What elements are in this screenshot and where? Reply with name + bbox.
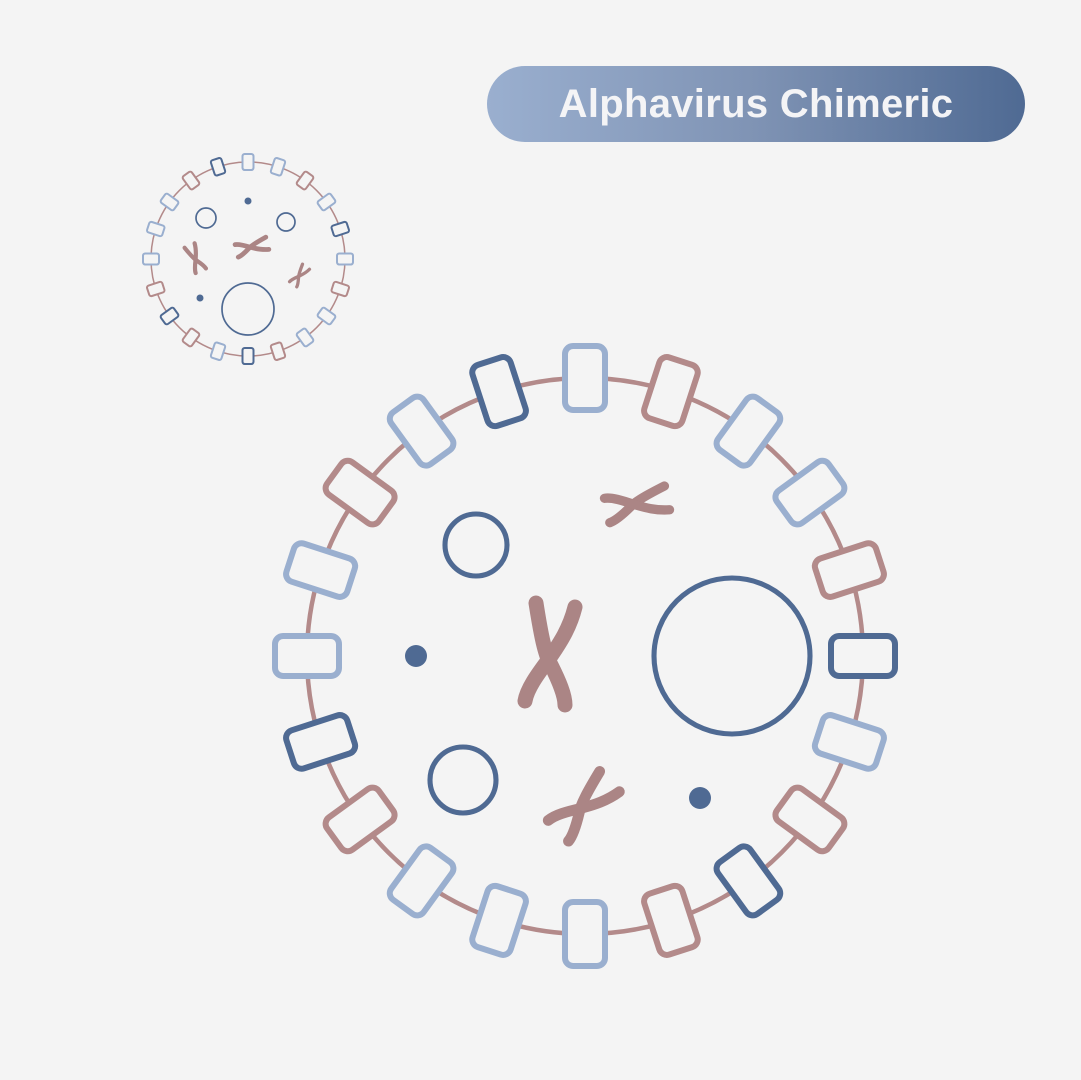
- spike-protein-icon: [295, 170, 315, 191]
- spike-protein-icon: [641, 354, 701, 430]
- spike-protein-icon: [322, 457, 398, 528]
- spike-protein-icon: [283, 712, 359, 772]
- spike-protein-icon: [330, 220, 350, 238]
- chromosome-icon: [287, 262, 312, 289]
- chromosome-icon: [517, 595, 583, 713]
- spike-protein-icon: [316, 306, 337, 326]
- spike-protein-icon: [241, 153, 255, 171]
- small-virus-icon: [142, 153, 354, 365]
- spike-protein-icon: [330, 280, 350, 298]
- spike-protein-icon: [828, 633, 898, 679]
- spike-protein-icon: [146, 220, 166, 238]
- spike-protein-icon: [209, 341, 227, 361]
- spike-protein-icon: [562, 343, 608, 413]
- spike-protein-icon: [772, 457, 848, 528]
- spike-protein-icon: [811, 540, 887, 600]
- spike-protein-icon: [146, 280, 166, 298]
- dot-icon: [689, 787, 711, 809]
- spike-protein-icon: [322, 784, 398, 855]
- large-virus-icon: [272, 343, 898, 969]
- vesicle-icon: [221, 282, 275, 336]
- spike-protein-icon: [283, 540, 359, 600]
- dot-icon: [196, 294, 204, 302]
- vesicle-icon: [195, 207, 217, 229]
- chromosome-icon: [232, 234, 272, 260]
- spike-protein-icon: [641, 882, 701, 958]
- title-text: Alphavirus Chimeric: [558, 81, 954, 126]
- vesicle-icon: [442, 511, 510, 579]
- chromosome-icon: [182, 241, 209, 276]
- spike-protein-icon: [181, 170, 201, 191]
- spike-protein-icon: [469, 882, 529, 958]
- spike-protein-icon: [159, 192, 180, 212]
- title-pill: Alphavirus Chimeric: [487, 66, 1025, 142]
- spike-protein-icon: [386, 393, 457, 469]
- spike-protein-icon: [713, 393, 784, 469]
- dot-icon: [405, 645, 427, 667]
- spike-protein-icon: [386, 843, 457, 919]
- spike-protein-icon: [181, 327, 201, 348]
- spike-protein-icon: [269, 341, 287, 361]
- dot-icon: [244, 197, 252, 205]
- membrane-ring: [304, 375, 866, 937]
- spike-protein-icon: [269, 157, 287, 177]
- spike-protein-icon: [811, 712, 887, 772]
- vesicle-icon: [427, 744, 499, 816]
- vesicle-icon: [651, 575, 813, 737]
- spike-protein-icon: [295, 327, 315, 348]
- spike-protein-icon: [241, 347, 255, 365]
- spike-protein-icon: [469, 354, 529, 430]
- spike-protein-icon: [713, 843, 784, 919]
- spike-protein-icon: [772, 784, 848, 855]
- spike-protein-icon: [159, 306, 180, 326]
- chromosome-icon: [599, 481, 675, 528]
- spike-protein-icon: [209, 157, 227, 177]
- chromosome-icon: [542, 766, 625, 847]
- vesicle-icon: [276, 212, 296, 232]
- spike-protein-icon: [562, 899, 608, 969]
- spike-protein-icon: [272, 633, 342, 679]
- spike-protein-icon: [316, 192, 337, 212]
- membrane-ring: [150, 161, 346, 357]
- spike-protein-icon: [142, 252, 160, 266]
- spike-protein-icon: [336, 252, 354, 266]
